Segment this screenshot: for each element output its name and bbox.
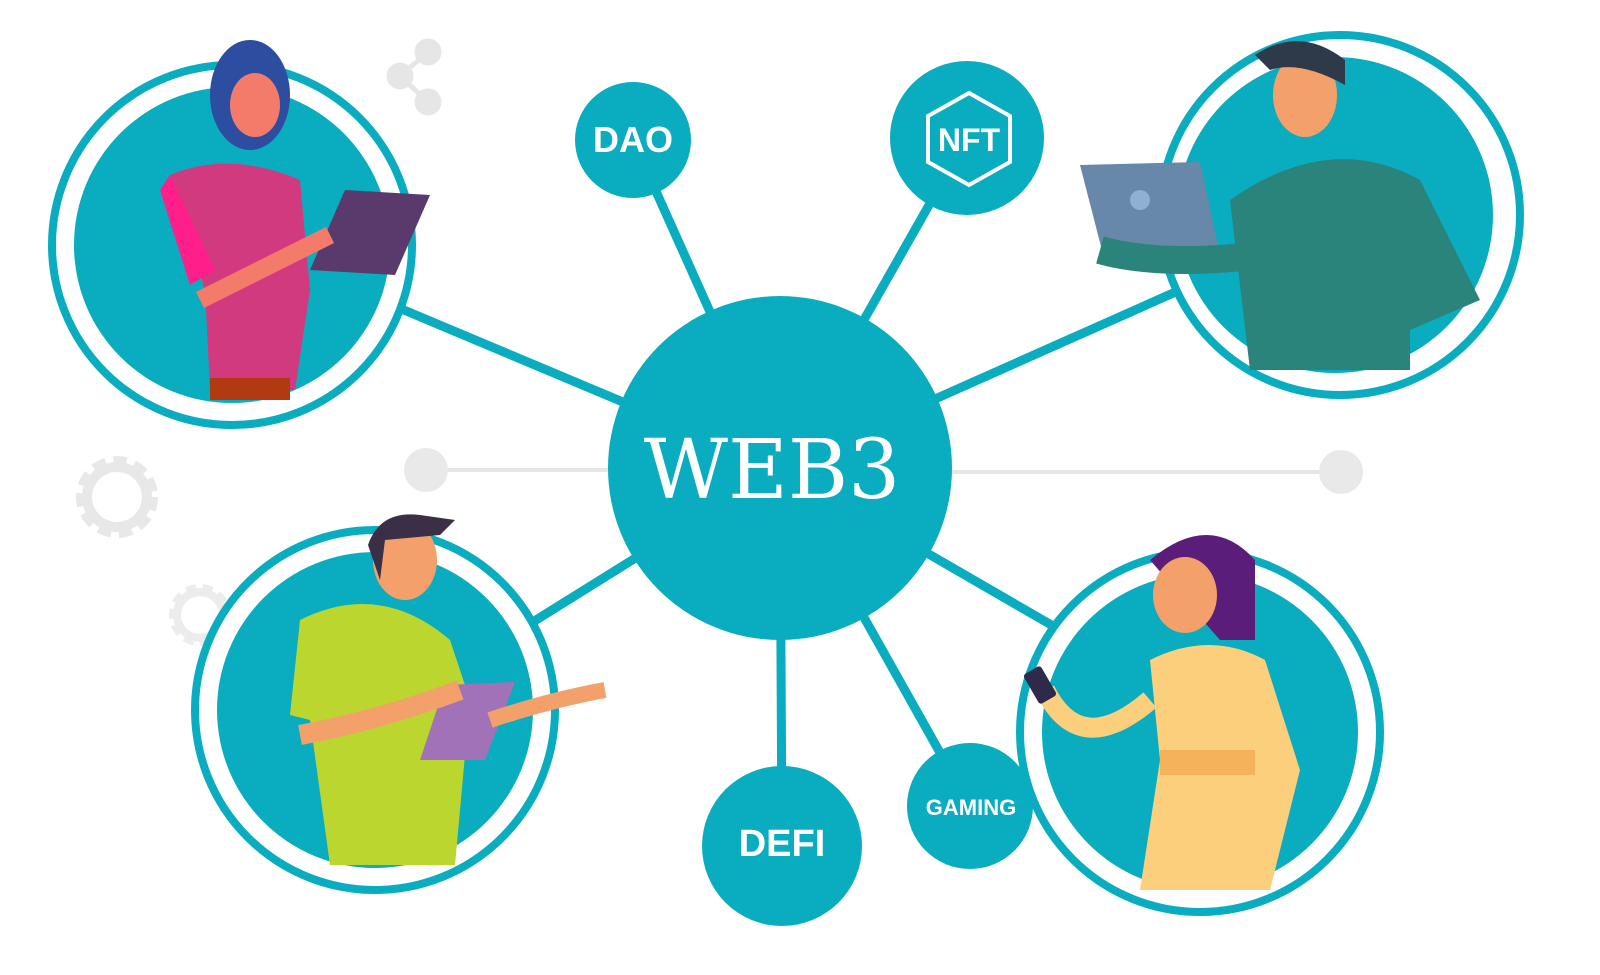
person-bottom-left	[191, 514, 607, 894]
gray-dot-left	[404, 448, 448, 492]
gear-icon	[76, 456, 158, 538]
node-label-dao: DAO	[593, 119, 673, 160]
share-icon	[386, 38, 442, 116]
node-defi: DEFI	[702, 766, 862, 926]
center-node-web3: WEB3	[608, 296, 952, 640]
node-label-gaming: GAMING	[926, 795, 1016, 820]
node-nft: NFT	[890, 61, 1044, 215]
gray-dot-right	[1319, 450, 1363, 494]
node-label-defi: DEFI	[739, 823, 826, 865]
person-top-left	[48, 40, 430, 429]
hexagon-icon	[926, 90, 1012, 188]
person-top-right	[1080, 31, 1524, 399]
person-bottom-right	[1016, 535, 1384, 916]
center-label: WEB3	[644, 423, 901, 518]
gray-connectors	[404, 448, 1363, 494]
node-gaming: GAMING	[907, 743, 1033, 869]
node-dao: DAO	[575, 82, 691, 198]
node-label-nft: NFT	[938, 122, 1001, 158]
